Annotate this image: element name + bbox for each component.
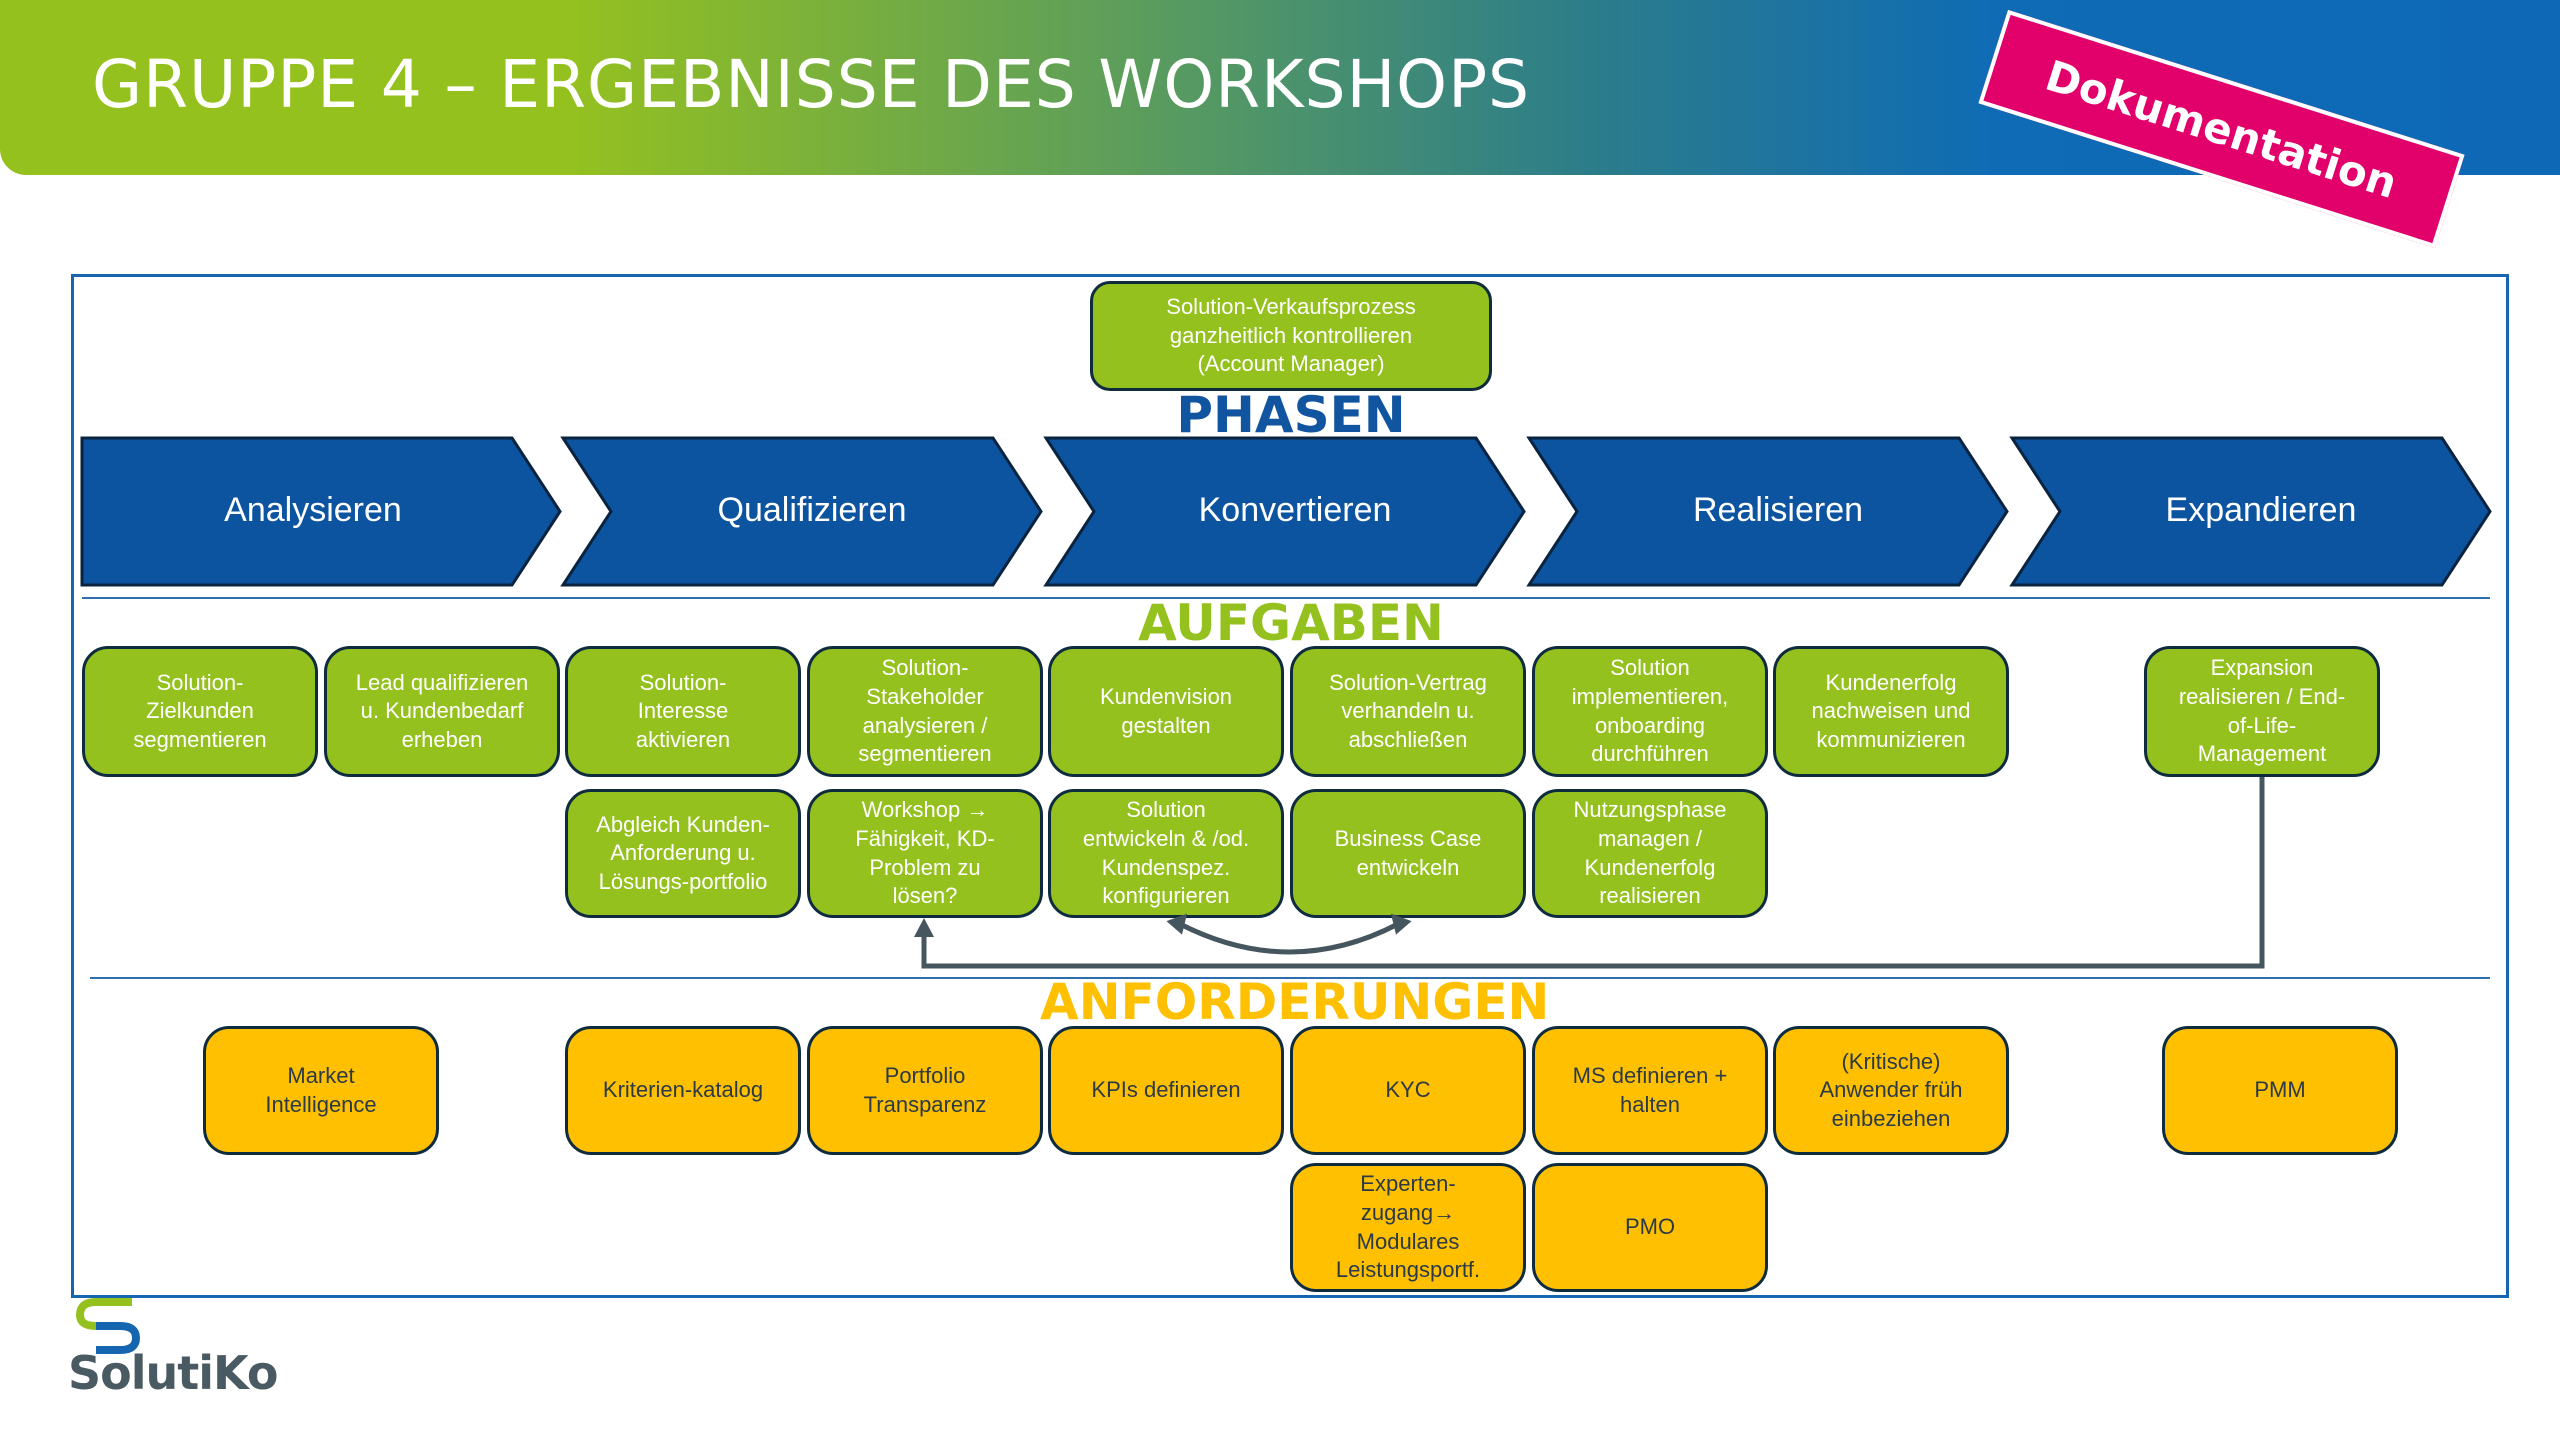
task-box: Business Case entwickeln bbox=[1290, 789, 1526, 918]
solutiko-logo-icon bbox=[75, 1298, 141, 1354]
task-box-text: Solution implementieren, onboarding durc… bbox=[1571, 655, 1729, 767]
phase-chevron-qualifizieren bbox=[560, 436, 1043, 587]
bidirectional-arrowhead-right bbox=[1390, 913, 1412, 935]
task-box: Expansion realisieren / End- of-Life- Ma… bbox=[2144, 646, 2380, 777]
task-box-text: Kundenvision gestalten bbox=[1099, 683, 1233, 738]
phase-chevron-realisieren bbox=[1526, 436, 2009, 587]
task-box-text: Expansion realisieren / End- of-Life- Ma… bbox=[2178, 655, 2346, 767]
task-box: Kundenerfolg nachweisen und kommuniziere… bbox=[1773, 646, 2009, 777]
requirement-box-text: PMM bbox=[2254, 1077, 2306, 1103]
task-box-text: Lead qualifizieren u. Kundenbedarf erheb… bbox=[355, 669, 529, 752]
requirement-box: (Kritische) Anwender früh einbeziehen bbox=[1773, 1026, 2009, 1155]
requirement-box-text: Kriterien-katalog bbox=[602, 1077, 764, 1103]
feedback-connector-line bbox=[921, 777, 2265, 969]
requirement-box: KYC bbox=[1290, 1026, 1526, 1155]
requirements-title: ANFORDERUNGEN bbox=[1040, 973, 1550, 1031]
divider-phases bbox=[82, 597, 2490, 599]
task-box-text: Solution- Stakeholder analysieren / segm… bbox=[858, 655, 992, 767]
requirement-box-text: (Kritische) Anwender früh einbeziehen bbox=[1819, 1048, 1963, 1131]
task-box-text: Solution entwickeln & /od. Kundenspez. k… bbox=[1082, 797, 1250, 909]
divider-tasks bbox=[90, 977, 2490, 979]
task-box: Nutzungsphase managen / Kundenerfolg rea… bbox=[1532, 789, 1768, 918]
phase-label-realisieren: Realisieren bbox=[1692, 491, 1864, 529]
requirement-box: Experten- zugang→ Modulares Leistungspor… bbox=[1290, 1163, 1526, 1292]
phase-chevron-analysieren bbox=[80, 436, 562, 587]
task-box: Solution- Stakeholder analysieren / segm… bbox=[807, 646, 1043, 777]
requirement-box-text: Portfolio Transparenz bbox=[863, 1062, 987, 1117]
requirement-box-text: Experten- zugang→ Modulares Leistungspor… bbox=[1335, 1171, 1481, 1283]
solutiko-logo-text: SolutiKo bbox=[68, 1346, 278, 1400]
task-box: Solution entwickeln & /od. Kundenspez. k… bbox=[1048, 789, 1284, 918]
task-box-text: Business Case entwickeln bbox=[1334, 825, 1482, 880]
requirement-box: MS definieren + halten bbox=[1532, 1026, 1768, 1155]
feedback-arrowhead bbox=[914, 918, 934, 937]
task-box-text: Abgleich Kunden- Anforderung u. Lösungs-… bbox=[596, 811, 770, 894]
requirement-box: Portfolio Transparenz bbox=[807, 1026, 1043, 1155]
requirement-box: Market Intelligence bbox=[203, 1026, 439, 1155]
requirement-box-text: MS definieren + halten bbox=[1572, 1062, 1728, 1117]
task-box: Solution implementieren, onboarding durc… bbox=[1532, 646, 1768, 777]
phase-label-konvertieren: Konvertieren bbox=[1198, 491, 1392, 529]
phase-chevron-expandieren bbox=[2009, 436, 2492, 587]
requirement-box-text: KPIs definieren bbox=[1091, 1077, 1241, 1103]
task-box-text: Solution- Zielkunden segmentieren bbox=[133, 669, 267, 752]
account-manager-text: Solution-Verkaufsprozess ganzheitlich ko… bbox=[1166, 294, 1416, 377]
task-box-text: Nutzungsphase managen / Kundenerfolg rea… bbox=[1573, 797, 1727, 909]
phase-label-qualifizieren: Qualifizieren bbox=[717, 491, 907, 529]
requirement-box-text: KYC bbox=[1385, 1077, 1431, 1103]
requirement-box: PMO bbox=[1532, 1163, 1768, 1292]
tasks-title: AUFGABEN bbox=[1138, 594, 1444, 652]
phases-title: PHASEN bbox=[1176, 386, 1406, 444]
phase-chevron-konvertieren bbox=[1043, 436, 1526, 587]
task-box-text: Solution-Vertrag verhandeln u. abschließ… bbox=[1329, 669, 1487, 752]
diagram-frame bbox=[71, 274, 2509, 1298]
task-box-text: Kundenerfolg nachweisen und kommuniziere… bbox=[1811, 669, 1971, 752]
task-box-text: Workshop → Fähigkeit, KD- Problem zu lös… bbox=[855, 797, 995, 909]
task-box: Workshop → Fähigkeit, KD- Problem zu lös… bbox=[807, 789, 1043, 918]
requirement-box: PMM bbox=[2162, 1026, 2398, 1155]
requirement-box-text: PMO bbox=[1624, 1214, 1676, 1240]
task-box: Solution-Vertrag verhandeln u. abschließ… bbox=[1290, 646, 1526, 777]
page-title: GRUPPE 4 – ERGEBNISSE DES WORKSHOPS bbox=[92, 46, 1531, 123]
phase-label-analysieren: Analysieren bbox=[224, 491, 402, 529]
task-box-text: Solution- Interesse aktivieren bbox=[635, 669, 731, 752]
task-box: Kundenvision gestalten bbox=[1048, 646, 1284, 777]
phase-label-expandieren: Expandieren bbox=[2165, 491, 2357, 529]
task-box: Abgleich Kunden- Anforderung u. Lösungs-… bbox=[565, 789, 801, 918]
account-manager-box: Solution-Verkaufsprozess ganzheitlich ko… bbox=[1090, 281, 1492, 391]
task-box: Solution- Zielkunden segmentieren bbox=[82, 646, 318, 777]
requirement-box: Kriterien-katalog bbox=[565, 1026, 801, 1155]
requirement-box: KPIs definieren bbox=[1048, 1026, 1284, 1155]
bidirectional-arrowhead-left bbox=[1166, 913, 1188, 935]
requirement-box-text: Market Intelligence bbox=[265, 1062, 377, 1117]
task-box: Solution- Interesse aktivieren bbox=[565, 646, 801, 777]
bidirectional-arrow bbox=[1178, 921, 1400, 955]
task-box: Lead qualifizieren u. Kundenbedarf erheb… bbox=[324, 646, 560, 777]
